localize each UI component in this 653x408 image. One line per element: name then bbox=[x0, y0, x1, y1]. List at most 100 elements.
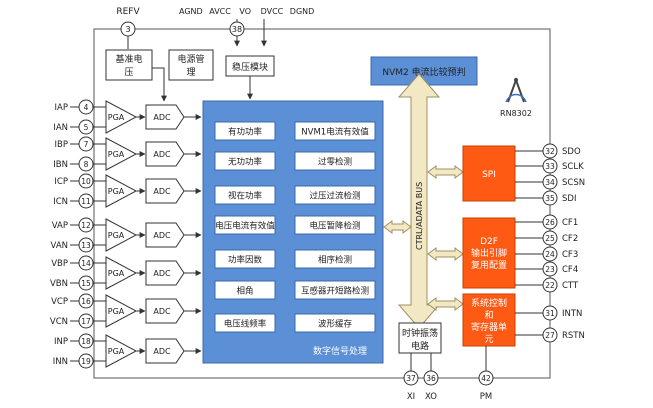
dsp-cell bbox=[214, 215, 276, 235]
pin-circle bbox=[542, 327, 558, 343]
bus-sysctrl-arrow bbox=[427, 297, 464, 311]
dsp-cell bbox=[214, 151, 276, 171]
adc-label: ADC bbox=[153, 307, 171, 316]
dsp-cell-label: 有功功率 bbox=[228, 127, 263, 138]
sysctrl-block bbox=[462, 293, 516, 347]
pin-number: 22 bbox=[545, 281, 555, 290]
sysctrl-label-2: 和 bbox=[484, 310, 493, 321]
pin-number: 12 bbox=[81, 221, 91, 230]
bus-d2f-arrow bbox=[427, 247, 464, 261]
dsp-bus-arrow bbox=[383, 220, 412, 234]
pin-number: 36 bbox=[426, 374, 436, 383]
refv-label: REFV bbox=[116, 7, 140, 17]
input-pin-name: INN bbox=[53, 357, 68, 367]
pin-number: 25 bbox=[545, 234, 555, 243]
top-pins: REFV 3 AGND AVCC VO DVCC DGND 38 bbox=[116, 7, 314, 47]
output-pin-name: CF1 bbox=[562, 218, 578, 228]
pin-number: 23 bbox=[545, 265, 555, 274]
power-mgmt-label: 电源管 bbox=[177, 53, 204, 65]
dsp-cell bbox=[214, 280, 276, 300]
adc-block bbox=[145, 338, 185, 364]
dsp-cell bbox=[214, 185, 276, 205]
pin-circle bbox=[542, 305, 558, 321]
pin-number: 15 bbox=[81, 279, 91, 288]
dsp-cell bbox=[214, 313, 276, 333]
adc-block bbox=[145, 260, 185, 286]
input-pin-name: ICP bbox=[54, 177, 68, 187]
dsp-cell-label: 过压过流检测 bbox=[309, 191, 360, 202]
d2f-label-1: D2F bbox=[480, 237, 498, 247]
sysctrl-label-1: 系统控制 bbox=[471, 297, 507, 309]
input-pin-name: VCP bbox=[51, 297, 68, 307]
dsp-cell bbox=[294, 215, 376, 235]
osc-label-1: 时钟振荡 bbox=[402, 327, 438, 339]
pin-number: 34 bbox=[545, 178, 555, 187]
dsp-title: 数字信号处理 bbox=[313, 345, 367, 357]
pin-number: 13 bbox=[81, 241, 91, 250]
pin-circle bbox=[478, 370, 494, 386]
pin-number: 17 bbox=[81, 317, 91, 326]
adc-block bbox=[145, 298, 185, 324]
dsp-cell-label: 电压电流有效值 bbox=[215, 221, 275, 232]
dsp-cell bbox=[294, 249, 376, 269]
output-pin-name: SCSN bbox=[562, 178, 585, 188]
output-pin-name: CF2 bbox=[562, 234, 578, 244]
adc-label: ADC bbox=[153, 231, 171, 240]
pin-number: 37 bbox=[406, 374, 416, 383]
dsp-cell bbox=[294, 185, 376, 205]
pin-number: 32 bbox=[545, 147, 555, 156]
bus-spi-arrow bbox=[427, 165, 464, 179]
pin-circle bbox=[542, 230, 558, 246]
pga-label: PGA bbox=[108, 231, 125, 240]
adc-label: ADC bbox=[153, 187, 171, 196]
input-pin-name: INP bbox=[54, 337, 68, 347]
output-pin-name: CTT bbox=[562, 281, 579, 291]
pin-refv-num: 3 bbox=[125, 25, 130, 34]
pin-number: 5 bbox=[84, 123, 89, 132]
pin-number: 7 bbox=[84, 140, 89, 149]
pga-amplifier bbox=[105, 294, 138, 328]
vo-label: VO bbox=[239, 7, 251, 16]
pin-number: 8 bbox=[84, 160, 89, 169]
pin-number: 4 bbox=[84, 103, 89, 112]
input-pin-name: VBP bbox=[51, 259, 68, 269]
dsp-cell-label: 相序检测 bbox=[318, 255, 352, 266]
input-pin-name: IBN bbox=[53, 160, 68, 170]
pin-number: 35 bbox=[545, 194, 555, 203]
pga-label: PGA bbox=[108, 150, 125, 159]
pga-label: PGA bbox=[108, 113, 125, 122]
adc-label: ADC bbox=[153, 150, 171, 159]
pin-circle bbox=[542, 214, 558, 230]
d2f-block bbox=[462, 217, 516, 289]
input-pin-name: IBP bbox=[55, 140, 68, 150]
adc-label: ADC bbox=[153, 113, 171, 122]
pga-amplifier bbox=[105, 137, 138, 171]
sysctrl-label-3: 寄存器单 bbox=[471, 321, 507, 333]
pga-amplifier bbox=[105, 174, 138, 208]
input-pin-name: ICN bbox=[53, 197, 68, 207]
input-pin-name: VBN bbox=[50, 279, 68, 289]
pin-vo-num: 38 bbox=[232, 25, 242, 34]
pin-number: 11 bbox=[81, 197, 91, 206]
input-pin-name: VAN bbox=[51, 241, 68, 251]
input-pin-name: VCN bbox=[50, 317, 68, 327]
dsp-cell-label: 电压线频率 bbox=[224, 319, 267, 330]
regulator-label: 稳压模块 bbox=[232, 61, 268, 73]
dgnd-label: DGND bbox=[290, 7, 315, 16]
pin-circle bbox=[423, 370, 439, 386]
spi-label: SPI bbox=[482, 170, 496, 180]
power-group-labels: AGND AVCC VO DVCC DGND bbox=[179, 7, 314, 16]
pin-number: 10 bbox=[81, 177, 91, 186]
input-pin-name: IAN bbox=[53, 123, 68, 133]
pin-number: 19 bbox=[81, 357, 91, 366]
dsp-cell-label: 无功功率 bbox=[228, 157, 263, 168]
pin-circle bbox=[542, 246, 558, 262]
dsp-cell bbox=[294, 151, 376, 171]
input-pin-name: VAP bbox=[52, 221, 68, 231]
pin-number: 16 bbox=[81, 297, 91, 306]
pin-circle bbox=[542, 158, 558, 174]
dsp-cell-label: 功率因数 bbox=[228, 255, 263, 266]
